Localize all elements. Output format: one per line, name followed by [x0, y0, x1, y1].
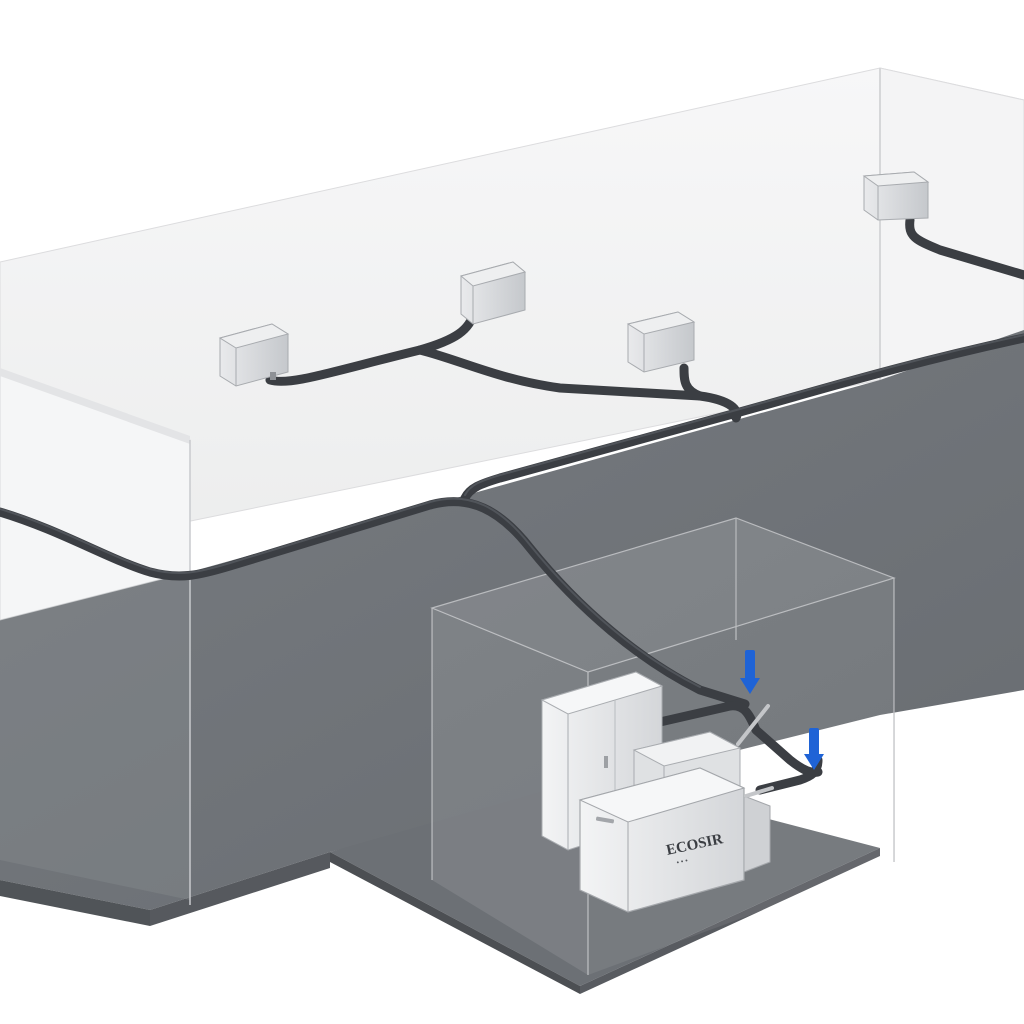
wall-inlet-1[interactable]	[218, 323, 290, 387]
right-wall	[879, 67, 1024, 381]
left-partition-glass	[0, 572, 190, 900]
branch-pipe-inlet-1-2	[265, 307, 479, 386]
floor-front-edge-2	[150, 852, 330, 926]
branch-pipe-inlet-4	[905, 215, 1024, 280]
wall-inlets	[218, 171, 930, 387]
branch-pipe-middle	[415, 345, 742, 423]
flow-arrow-2	[804, 728, 824, 770]
flex-connectors	[736, 704, 774, 798]
floor-slab	[0, 330, 1024, 910]
wall-inlet-3[interactable]	[626, 311, 696, 373]
brand-subtext: • • •	[676, 857, 689, 866]
power-unit[interactable]: ECOSIR • • •	[578, 767, 771, 913]
flow-arrow-1	[740, 650, 760, 694]
wall-inlet-4[interactable]	[862, 171, 930, 221]
basement-floor-edge	[330, 852, 580, 994]
flow-arrows	[740, 650, 824, 770]
pipe-highlights	[0, 334, 1024, 688]
branch-pipe-inlet-3	[679, 363, 705, 401]
main-pipe-left	[0, 497, 750, 709]
left-partition-cap	[0, 368, 190, 444]
main-pipe-right	[460, 333, 1024, 503]
wall-inlet-2[interactable]	[459, 261, 527, 325]
floor-front-edge	[0, 880, 150, 926]
pipe-network	[0, 215, 1024, 795]
plant-equipment: ECOSIR • • •	[540, 671, 774, 913]
basement-floor-edge-right	[580, 848, 880, 994]
